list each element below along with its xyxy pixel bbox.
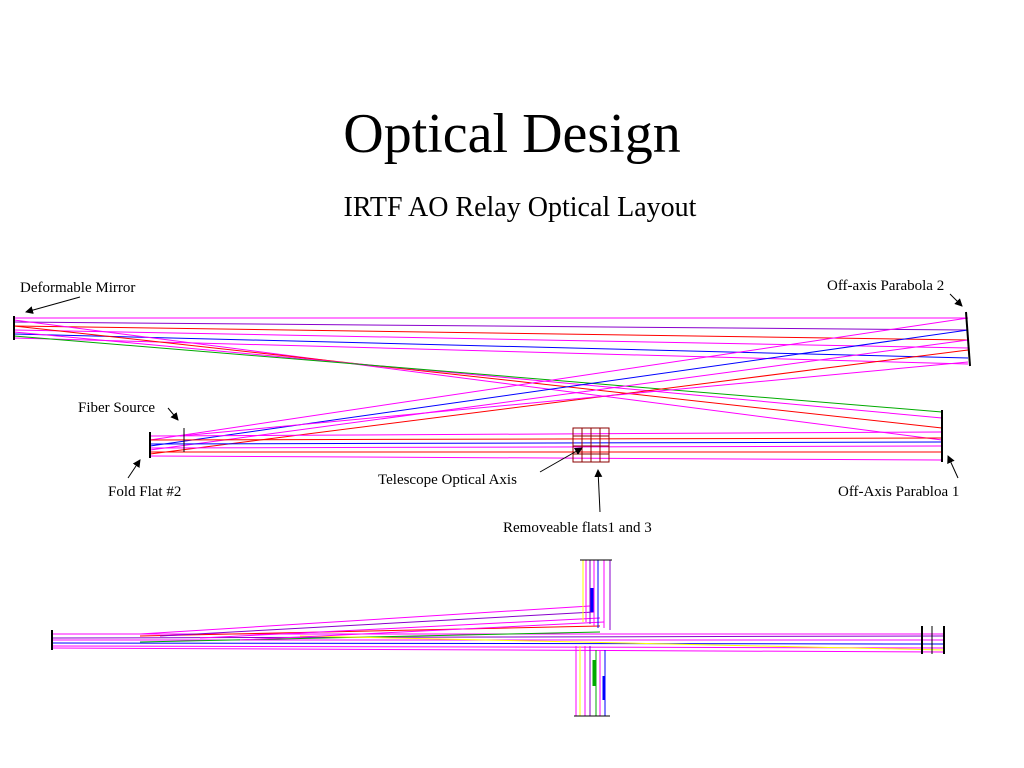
label-removeable-flats: Removeable flats1 and 3 <box>503 520 652 536</box>
arrow-removeable-flats <box>594 469 603 513</box>
arrow-deformable-mirror <box>25 296 81 314</box>
arrow-fold-flat-2 <box>127 459 141 479</box>
removeable-flats-element <box>572 427 610 463</box>
arrow-telescope-optical-axis <box>539 447 583 473</box>
label-off-axis-parabola-1: Off-Axis Parabloa 1 <box>838 484 959 500</box>
off-axis-parabola-2-element <box>965 311 971 367</box>
label-fiber-source: Fiber Source <box>78 400 155 416</box>
slide-subtitle: IRTF AO Relay Optical Layout <box>343 192 697 223</box>
label-deformable-mirror: Deformable Mirror <box>20 280 135 296</box>
label-telescope-optical-axis: Telescope Optical Axis <box>378 472 517 488</box>
arrow-off-axis-parabola-1 <box>947 455 959 479</box>
slide-title: Optical Design <box>343 103 681 165</box>
label-fold-flat-2: Fold Flat #2 <box>108 484 181 500</box>
top-view-diagram: Deformable Mirror Off-axis Parabola 2 Fi… <box>13 278 971 536</box>
ray-bundle-crossing <box>13 317 969 455</box>
side-view-diagram <box>51 559 945 717</box>
ray-bundle-dm-oap2 <box>13 317 969 365</box>
label-off-axis-parabola-2: Off-axis Parabola 2 <box>827 278 944 294</box>
arrow-fiber-source <box>167 407 179 421</box>
ray-bundle-fold-oap1 <box>149 431 943 461</box>
arrow-off-axis-parabola-2 <box>949 293 963 307</box>
